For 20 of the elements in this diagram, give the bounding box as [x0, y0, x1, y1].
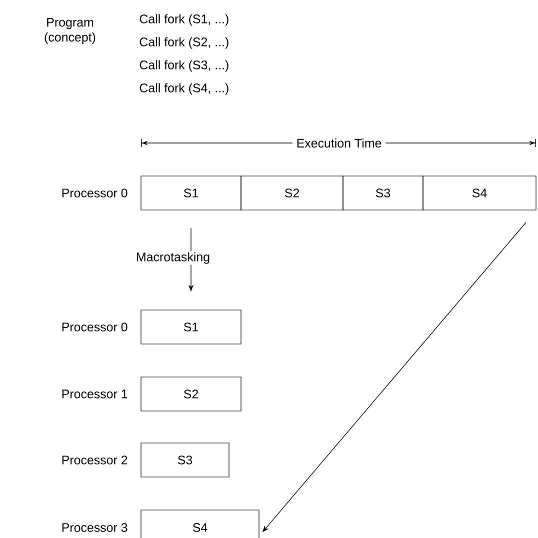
code-line: Call fork (S2, ...)	[140, 37, 228, 49]
task-box: S4	[140, 510, 260, 538]
processor-label: Processor 2	[62, 456, 128, 464]
task-box: S1	[140, 310, 242, 344]
edge-label: Macrotasking	[134, 251, 212, 265]
processor-label: Processor 0	[62, 188, 128, 198]
task-box: S3	[342, 176, 424, 210]
dimension-label: Execution Time	[292, 134, 386, 152]
task-box: S4	[422, 176, 536, 210]
code-line: Call fork (S3, ...)	[140, 60, 228, 72]
task-box: S2	[140, 376, 242, 412]
code-line: Call fork (S1, ...)	[140, 14, 228, 26]
processor-label: Processor 3	[62, 523, 128, 532]
task-box: S3	[140, 442, 230, 478]
program-label: Program (concept)	[44, 18, 96, 44]
processor-label: Processor 0	[62, 322, 128, 332]
task-box: S2	[240, 176, 344, 210]
task-box: S1	[140, 176, 242, 210]
processor-label: Processor 1	[62, 390, 128, 398]
code-line: Call fork (S4, ...)	[140, 83, 228, 95]
